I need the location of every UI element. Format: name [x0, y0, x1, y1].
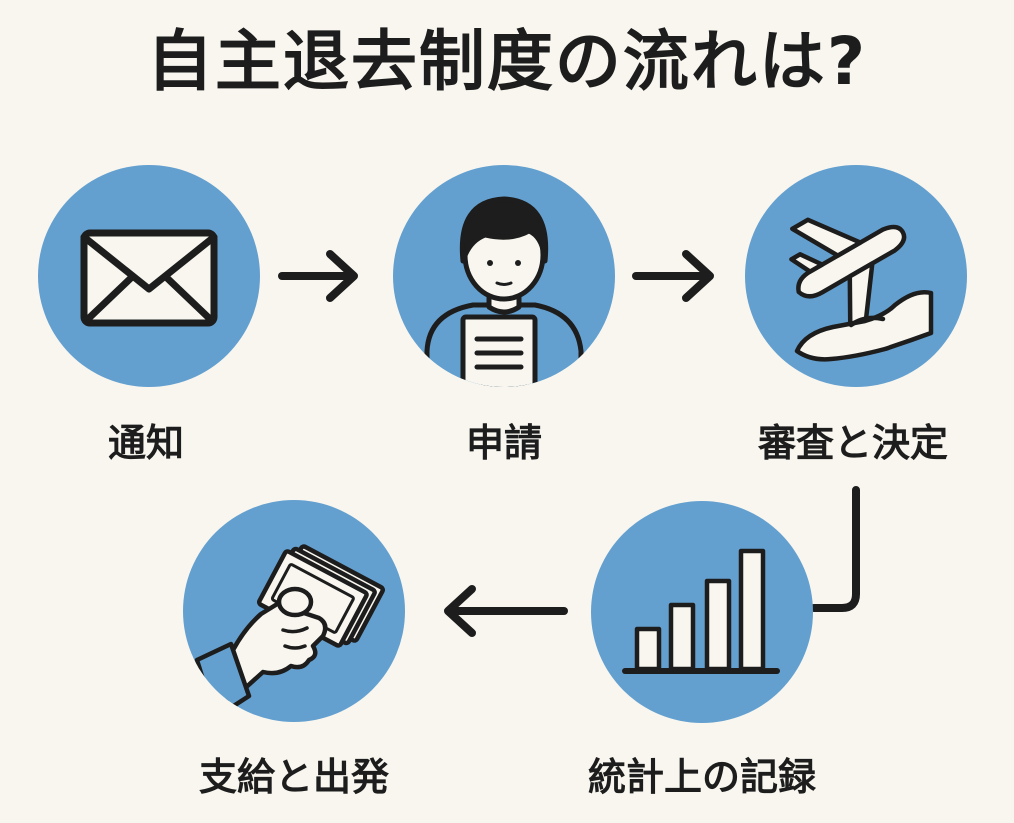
step-application — [393, 165, 615, 387]
step-payment — [183, 500, 405, 722]
step-application-label: 申請 — [465, 421, 543, 465]
envelope-icon — [80, 229, 218, 327]
bar-chart-icon — [622, 548, 780, 674]
hand-with-money-icon — [194, 544, 386, 721]
step-notice — [38, 165, 260, 387]
connector-review-to-record — [810, 486, 860, 612]
arrow-application-to-review — [632, 250, 714, 302]
step-notice-label: 通知 — [107, 421, 185, 465]
step-payment-label: 支給と出発 — [198, 755, 390, 799]
page-title: 自主退去制度の流れは? — [146, 23, 868, 100]
step-record-label: 統計上の記録 — [587, 755, 817, 799]
person-with-document-icon — [424, 196, 584, 387]
step-record — [591, 501, 813, 723]
step-review — [745, 165, 967, 387]
airplane-over-hand-icon — [789, 217, 934, 362]
step-review-label: 審査と決定 — [757, 421, 949, 465]
arrow-record-to-payment — [444, 585, 568, 637]
step-circle — [591, 501, 813, 723]
arrow-notice-to-application — [278, 250, 358, 302]
